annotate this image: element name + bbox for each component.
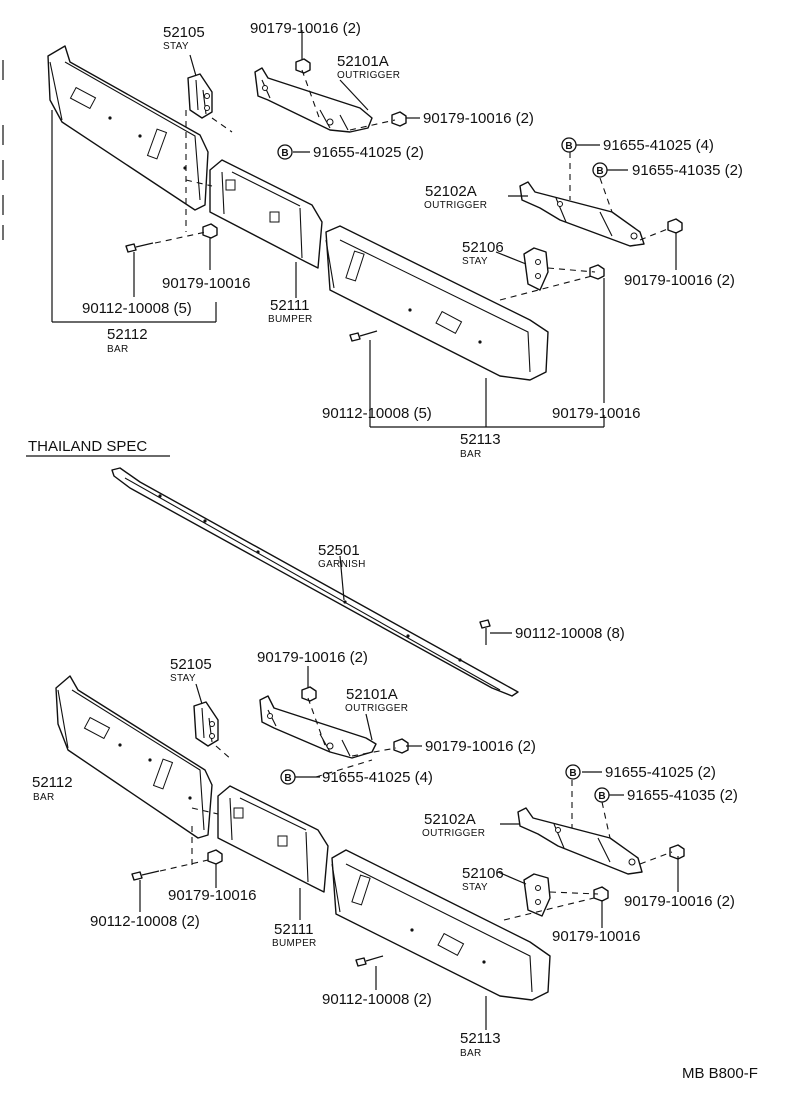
right-bar-52113-bottom: [331, 849, 551, 1001]
svg-text:B: B: [598, 791, 605, 802]
label-52101a-num: 52101A: [337, 53, 389, 70]
stay-52106-top: [523, 247, 549, 291]
label-52102a-name: OUTRIGGER: [424, 200, 487, 211]
labels-bottom: 52501 GARNISH 90112-10008 (8) 52105 STAY…: [32, 542, 738, 1059]
svg-text:B: B: [569, 768, 576, 779]
label-52106-name: STAY: [462, 256, 488, 267]
label-b52111-name: BUMPER: [272, 938, 317, 949]
label-52101a-name: OUTRIGGER: [337, 70, 400, 81]
label-b52106-name: STAY: [462, 882, 488, 893]
label-b52101a-name: OUTRIGGER: [345, 703, 408, 714]
label-52111-name: BUMPER: [268, 314, 313, 325]
svg-text:B: B: [284, 773, 291, 784]
screw-icons-top: [125, 242, 378, 342]
label-b52106-num: 52106: [462, 865, 504, 882]
right-bar-52113-top: [325, 225, 549, 381]
label-b52105-name: STAY: [170, 673, 196, 684]
label-b52112-num: 52112: [32, 774, 73, 791]
label-bolt-b: 91655-41025 (4): [603, 137, 714, 154]
label-b52102a-num: 52102A: [424, 811, 476, 828]
left-bar-52112-bottom: [55, 675, 213, 839]
leader-lines-bottom: [139, 555, 679, 1030]
label-b52102a-name: OUTRIGGER: [422, 828, 485, 839]
outrigger-52102a-bottom: [517, 807, 643, 875]
label-b52112-name: BAR: [33, 792, 54, 803]
label-52112-name: BAR: [107, 344, 128, 355]
svg-text:B: B: [596, 166, 603, 177]
label-b-nut-d: 90179-10016: [168, 887, 256, 904]
label-nut-a: 90179-10016 (2): [250, 20, 361, 37]
label-b52105-num: 52105: [170, 656, 212, 673]
label-52105-name: STAY: [163, 41, 189, 52]
leader-lines-top: [51, 30, 677, 428]
label-b-nut-e: 90179-10016: [552, 928, 640, 945]
drawing-code: MB B800-F: [682, 1065, 758, 1082]
label-52105-num: 52105: [163, 24, 205, 41]
label-52113-num: 52113: [460, 431, 501, 448]
label-b-screw-a: 90112-10008 (2): [90, 913, 200, 930]
label-screw-b: 90112-10008 (5): [322, 405, 432, 422]
label-b-bolt-b: 91655-41025 (2): [605, 764, 716, 781]
label-52113-name: BAR: [460, 449, 481, 460]
label-52501-num: 52501: [318, 542, 360, 559]
label-b-bolt-c: 91655-41035 (2): [627, 787, 738, 804]
svg-text:B: B: [281, 148, 288, 159]
stay-52106-bottom: [523, 873, 551, 917]
center-bumper-52111-bottom: [217, 785, 329, 893]
outrigger-52101a-top: [254, 67, 373, 133]
garnish-52501: [111, 467, 519, 697]
label-screw-a: 90112-10008 (5): [82, 300, 192, 317]
label-b52113-num: 52113: [460, 1030, 501, 1047]
label-52106-num: 52106: [462, 239, 504, 256]
label-b-nut-c: 90179-10016 (2): [624, 893, 735, 910]
screw-icon-garnish: [479, 619, 491, 645]
label-nut-d: 90179-10016: [162, 275, 250, 292]
bolt-badges-top: B B B: [277, 137, 608, 178]
stay-52105-top: [187, 73, 213, 119]
label-nut-e: 90179-10016: [552, 405, 640, 422]
nut-icons-top: [202, 58, 683, 280]
label-b-nut-b: 90179-10016 (2): [425, 738, 536, 755]
label-b-screw-b: 90112-10008 (2): [322, 991, 432, 1008]
label-b52101a-num: 52101A: [346, 686, 398, 703]
screw-icons-bottom: [131, 870, 384, 967]
label-52102a-num: 52102A: [425, 183, 477, 200]
label-nut-c: 90179-10016 (2): [624, 272, 735, 289]
nut-icons-bottom: [207, 686, 685, 902]
label-b52111-num: 52111: [274, 921, 314, 938]
outrigger-52101a-bottom: [259, 695, 377, 759]
label-b-nut-a: 90179-10016 (2): [257, 649, 368, 666]
outrigger-52102a-top: [519, 181, 645, 247]
label-bolt-a: 91655-41025 (2): [313, 144, 424, 161]
label-nut-b: 90179-10016 (2): [423, 110, 534, 127]
center-bumper-52111-top: [209, 159, 323, 269]
svg-text:B: B: [565, 141, 572, 152]
label-screw-g: 90112-10008 (8): [515, 625, 625, 642]
left-bar-52112-top: [47, 45, 209, 211]
label-52111-num: 52111: [270, 297, 310, 314]
label-52112-num: 52112: [107, 326, 148, 343]
labels-top: 52105 STAY 90179-10016 (2) 52101A OUTRIG…: [82, 20, 743, 460]
label-bolt-c: 91655-41035 (2): [632, 162, 743, 179]
label-b52113-name: BAR: [460, 1048, 481, 1059]
label-52501-name: GARNISH: [318, 559, 366, 570]
label-b-bolt-a: 91655-41025 (4): [322, 769, 433, 786]
stay-52105-bottom: [193, 701, 219, 747]
section-title: THAILAND SPEC: [28, 438, 147, 455]
bolt-badges-bottom: B B B: [280, 764, 610, 803]
